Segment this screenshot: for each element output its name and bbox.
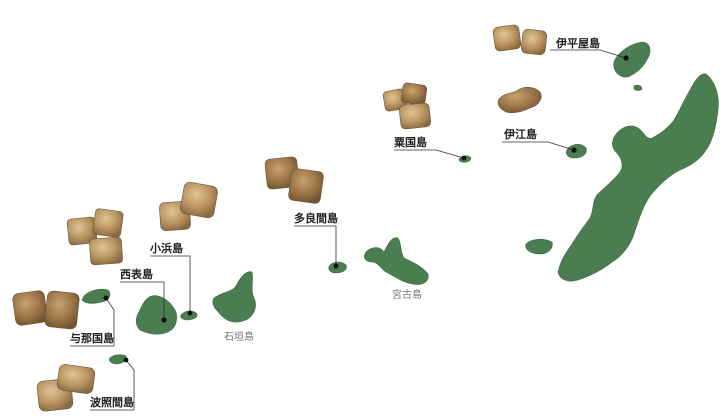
ie-island [566, 143, 587, 159]
aguni-label: 粟国島 [393, 135, 427, 149]
iriomote-leader [120, 281, 165, 320]
hateruma-island [109, 354, 127, 365]
iheya-label: 伊平屋島 [555, 36, 600, 50]
hateruma-leader [125, 359, 135, 410]
ishigaki-island [212, 271, 256, 323]
brown-sugar-cube-icon [497, 86, 542, 114]
iriomote-label: 西表島 [120, 267, 153, 281]
kohama-label: 小浜島 [149, 241, 183, 255]
brown-sugar-cube-icon [159, 181, 218, 231]
brown-sugar-cube-icon [66, 208, 124, 266]
iriomote-island [135, 295, 178, 335]
hateruma-marker [123, 357, 129, 363]
ie-marker [571, 147, 577, 153]
iheya-island [613, 41, 651, 78]
kohama-leader [150, 255, 191, 313]
brown-sugar-cube-icon [382, 82, 431, 130]
yonaguni-island [81, 288, 111, 304]
iriomote-marker [161, 317, 167, 323]
yonaguni-leader [105, 297, 115, 346]
kohama-marker [187, 310, 193, 316]
yonaguni-label: 与那国島 [70, 331, 114, 345]
brown-sugar-cube-icon [492, 24, 547, 55]
okinawa-main-island [557, 73, 719, 282]
iheya-islet [633, 84, 643, 91]
miyako-label: 宮古島 [392, 288, 422, 301]
iheya-marker [623, 55, 629, 61]
ishigaki-label: 石垣島 [224, 330, 254, 343]
brown-sugar-cube-icon [264, 156, 324, 204]
miyako-island [364, 237, 429, 285]
tarama-marker [333, 263, 339, 269]
okinawa-islet [525, 238, 553, 255]
ie-leader [502, 141, 575, 151]
brown-sugar-cube-icon [36, 364, 96, 412]
tarama-label: 多良間島 [294, 211, 338, 225]
iheya-leader [550, 49, 627, 59]
yonaguni-marker [103, 295, 109, 301]
aguni-leader [394, 149, 465, 159]
tarama-leader [294, 225, 337, 266]
brown-sugar-cube-icon [12, 290, 80, 330]
hateruma-label: 波照間島 [90, 395, 134, 409]
aguni-marker [461, 155, 467, 161]
ie-label: 伊江島 [503, 127, 537, 141]
